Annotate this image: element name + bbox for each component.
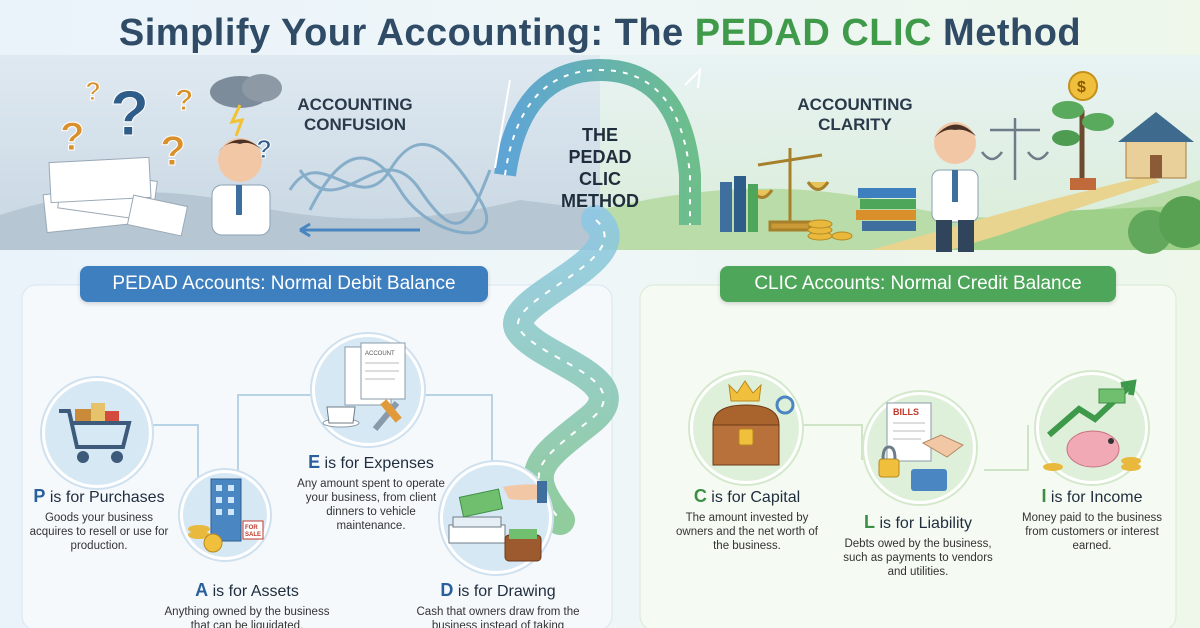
- item-title: I is for Income: [1041, 486, 1143, 506]
- item-description: Anything owned by the business that can …: [164, 606, 330, 628]
- svg-text:$: $: [1077, 79, 1086, 96]
- purchases-circle: [42, 378, 152, 488]
- svg-text:?: ?: [85, 76, 101, 106]
- item-title: D is for Drawing: [440, 580, 556, 600]
- expenses-circle: ACCOUNT: [312, 334, 424, 446]
- svg-text:?: ?: [160, 127, 186, 174]
- item-title: L is for Liability: [864, 512, 972, 532]
- for-sale-text-2: SALE: [245, 532, 261, 538]
- clic-item-income: I is for Income Money paid to the busine…: [1014, 486, 1170, 553]
- accounting-confusion-label: ACCOUNTING CONFUSION: [297, 95, 413, 134]
- pedad-item-assets: A is for Assets Anything owned by the bu…: [162, 580, 332, 628]
- for-sale-text-1: FOR: [245, 525, 258, 531]
- svg-text:?: ?: [60, 115, 84, 159]
- income-circle: [1036, 372, 1148, 484]
- cash-hand-icon: [448, 481, 547, 562]
- accounting-clarity-label: ACCOUNTING CLARITY: [797, 95, 913, 134]
- item-title: A is for Assets: [195, 580, 299, 600]
- clic-item-liability: L is for Liability Debts owed by the bus…: [838, 512, 998, 579]
- item-description: Any amount spent to operate your busines…: [297, 478, 445, 532]
- capital-circle: [690, 372, 802, 484]
- svg-text:?: ?: [175, 84, 193, 117]
- item-description: Debts owed by the business, such as paym…: [843, 538, 993, 578]
- item-title: E is for Expenses: [308, 452, 434, 472]
- shopping-cart-icon: [59, 403, 132, 463]
- assets-circle: FOR SALE: [180, 470, 270, 560]
- item-description: Money paid to the business from customer…: [1021, 512, 1162, 552]
- clic-section-header: CLIC Accounts: Normal Credit Balance: [720, 266, 1116, 302]
- item-description: Goods your business acquires to resell o…: [29, 512, 169, 552]
- clic-item-capital: C is for Capital The amount invested by …: [672, 486, 822, 553]
- receipt-text: ACCOUNT: [365, 351, 395, 357]
- item-description: The amount invested by owners and the ne…: [676, 512, 818, 552]
- liability-circle: BILLS: [864, 392, 976, 504]
- bills-text: BILLS: [893, 407, 919, 417]
- item-title: C is for Capital: [693, 486, 801, 506]
- pedad-item-drawing: D is for Drawing Cash that owners draw f…: [412, 580, 584, 628]
- drawing-circle: [440, 462, 552, 574]
- item-description: Cash that owners draw from the business …: [416, 606, 580, 628]
- svg-text:?: ?: [110, 77, 149, 149]
- pedad-item-expenses: E is for Expenses Any amount spent to op…: [296, 452, 446, 533]
- pedad-item-purchases: P is for Purchases Goods your business a…: [24, 486, 174, 553]
- receipt-coffee-icon: ACCOUNT: [322, 342, 406, 431]
- pedad-section-header: PEDAD Accounts: Normal Debit Balance: [80, 266, 488, 302]
- title-accent: PEDAD CLIC: [694, 12, 932, 54]
- treasure-chest-icon: [712, 380, 795, 466]
- piggy-bank-growth-icon: [1043, 379, 1141, 471]
- item-title: P is for Purchases: [33, 486, 165, 506]
- bills-handshake-icon: BILLS: [878, 402, 964, 491]
- building-coins-icon: FOR SALE: [188, 478, 264, 553]
- pedad-clic-method-label: THE PEDAD CLIC METHOD: [561, 125, 639, 211]
- page-title: Simplify Your Accounting: The PEDAD CLIC…: [118, 12, 1082, 54]
